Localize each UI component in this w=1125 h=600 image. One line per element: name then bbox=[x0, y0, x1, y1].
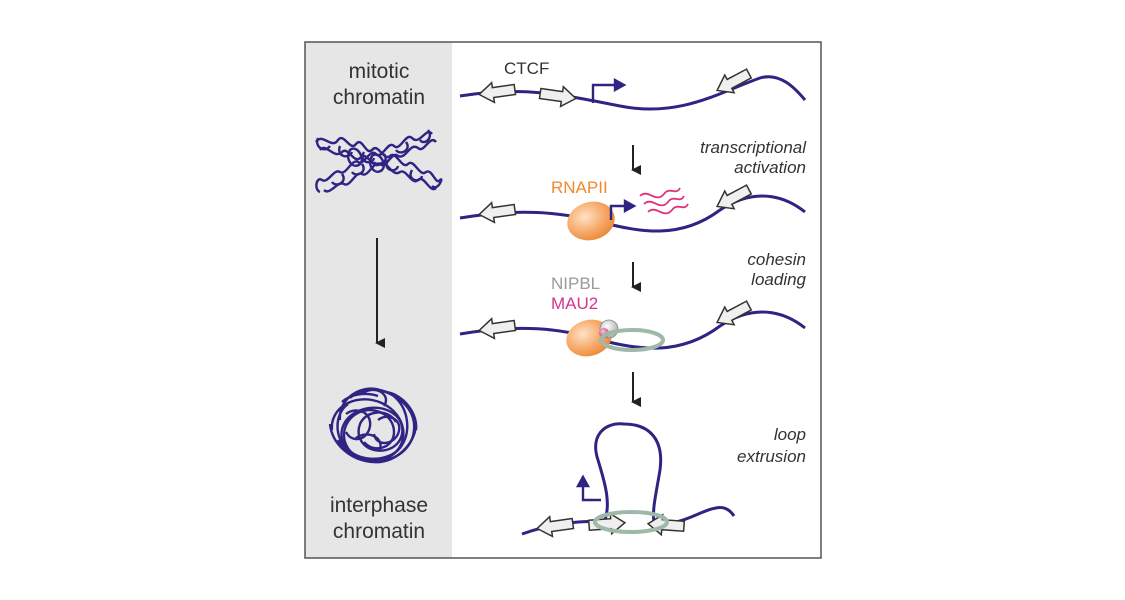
mitotic-chromosome bbox=[314, 129, 443, 194]
promoter-arrow-4 bbox=[575, 474, 601, 502]
ctcf-site-2c bbox=[715, 184, 753, 210]
interphase-label-2: chromatin bbox=[333, 520, 425, 543]
loading-label: loading bbox=[751, 270, 806, 289]
cohesin-label: cohesin bbox=[747, 250, 806, 269]
ctcf-site-3c bbox=[715, 300, 753, 326]
figure-border bbox=[304, 41, 822, 559]
dna-strand-4 bbox=[521, 422, 736, 536]
interphase-chromatin-ball bbox=[328, 387, 418, 464]
ctcf-site-3a bbox=[477, 317, 517, 340]
ctcf-site-4a bbox=[535, 515, 575, 538]
cohesin-ring-1 bbox=[599, 328, 665, 352]
left-gray-panel bbox=[305, 42, 452, 558]
rnapii-blob-1 bbox=[567, 201, 615, 241]
activation-label: activation bbox=[734, 158, 806, 177]
transcriptional-label: transcriptional bbox=[700, 138, 807, 157]
ctcf-site-4b bbox=[587, 512, 627, 536]
ctcf-site-1b bbox=[538, 85, 578, 108]
promoter-arrow-1 bbox=[591, 77, 627, 103]
extrusion-label: extrusion bbox=[737, 447, 806, 466]
dna-strand-1 bbox=[459, 75, 807, 111]
rna-transcripts bbox=[639, 187, 689, 215]
interphase-label: interphase bbox=[330, 494, 428, 517]
mitotic-label-2: chromatin bbox=[333, 86, 425, 109]
promoter-arrow-2 bbox=[609, 198, 637, 220]
mau2-label: MAU2 bbox=[551, 294, 598, 313]
ctcf-site-1a bbox=[477, 81, 517, 104]
cohesin-ring-2 bbox=[593, 510, 669, 534]
loop-label: loop bbox=[774, 425, 806, 444]
ctcf-site-2a bbox=[477, 201, 517, 224]
rnapii-label: RNAPII bbox=[551, 178, 608, 197]
dna-strand-2 bbox=[459, 194, 806, 233]
mitotic-label: mitotic bbox=[349, 60, 410, 83]
ctcf-site-1c bbox=[715, 68, 753, 94]
ctcf-label: CTCF bbox=[504, 59, 549, 78]
nipbl-label: NIPBL bbox=[551, 274, 600, 293]
